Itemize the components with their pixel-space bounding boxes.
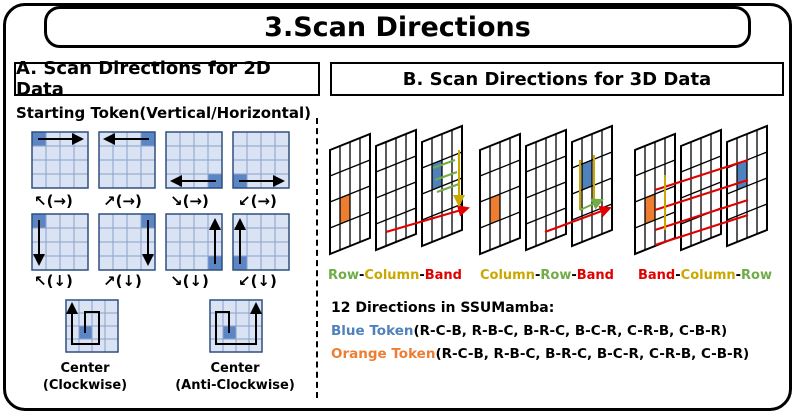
cubes-3d <box>329 124 768 256</box>
legend3-c: Row <box>741 268 772 283</box>
legend2-a: Column <box>480 268 535 283</box>
section-divider <box>316 118 318 398</box>
grid-r2-4 <box>232 213 290 271</box>
center-cw-line2: (Clockwise) <box>42 378 128 393</box>
legend3-b: Column <box>680 268 736 283</box>
blue-token-label: Blue Token <box>331 323 414 339</box>
cube3-slice-3 <box>726 124 768 248</box>
center-cw-label: Center (Clockwise) <box>40 360 130 394</box>
page-title: 3.Scan Directions <box>44 6 751 48</box>
cube1-slice-1 <box>329 132 371 256</box>
legend2-sep1: - <box>534 268 541 283</box>
directions-title: 12 Directions in SSUMamba: <box>331 300 555 316</box>
center-cw-line1: Center <box>60 361 110 376</box>
band-arrow-2 <box>544 205 612 233</box>
center-acw-line2: (Anti-Clockwise) <box>175 378 295 393</box>
row-arrows-1 <box>432 159 460 193</box>
legend1-sep2: - <box>419 268 425 283</box>
section-b-heading: B. Scan Directions for 3D Data <box>330 62 784 96</box>
legend1-c: Band <box>424 268 462 283</box>
section-a-heading: A. Scan Directions for 2D Data <box>14 58 320 100</box>
starting-token-label: Starting Token(Vertical/Horizontal) <box>16 104 311 122</box>
band-arrow-1 <box>385 205 470 233</box>
grids-2d <box>31 131 290 353</box>
dir-label-r2-4: ↙(↓) <box>238 272 277 290</box>
column-arrows-2 <box>579 155 595 210</box>
legend-row-column-band: Row-Column-Band <box>328 268 462 283</box>
grid-r1-2 <box>98 131 156 189</box>
grid-r1-4 <box>232 131 290 189</box>
legend1-b: Column <box>364 268 420 283</box>
dir-label-r2-2: ↗(↓) <box>103 272 142 290</box>
grid-center-cw <box>65 299 119 353</box>
legend-column-row-band: Column-Row-Band <box>480 268 614 283</box>
center-acw-line1: Center <box>210 361 260 376</box>
grid-r1-1 <box>31 131 89 189</box>
scan-paths-3d <box>385 150 749 246</box>
cube2-slice-3 <box>571 124 613 248</box>
band-arrows-3 <box>654 159 749 246</box>
cube2-slice-1 <box>479 132 521 256</box>
cube3-slice-2 <box>680 128 722 252</box>
dir-label-r1-2: ↗(→) <box>103 192 142 210</box>
center-acw-label: Center (Anti-Clockwise) <box>170 360 300 394</box>
orange-token-label: Orange Token <box>331 346 436 362</box>
grid-r1-3 <box>165 131 223 189</box>
grid-r2-2 <box>98 213 156 271</box>
legend3-sep2: - <box>735 268 742 283</box>
dir-label-r1-4: ↙(→) <box>238 192 277 210</box>
dir-label-r1-3: ↘(→) <box>170 192 209 210</box>
legend1-sep1: - <box>358 268 365 283</box>
blue-token-list: (R-C-B, R-B-C, B-R-C, B-C-R, C-R-B, C-B-… <box>413 323 728 339</box>
cube1-slice-3 <box>421 124 463 248</box>
dir-label-r2-1: ↖(↓) <box>34 272 73 290</box>
orange-token-list: (R-C-B, R-B-C, B-R-C, B-C-R, C-R-B, C-B-… <box>435 346 750 362</box>
grid-r2-3 <box>165 213 223 271</box>
grid-center-acw <box>209 299 263 353</box>
cube2-slice-2 <box>525 128 567 252</box>
legend2-b: Row <box>540 268 572 283</box>
legend2-c: Band <box>576 268 614 283</box>
legend3-a: Band <box>638 268 676 283</box>
blue-token-line: Blue Token(R-C-B, R-B-C, B-R-C, B-C-R, C… <box>331 323 727 339</box>
legend1-a: Row <box>328 268 359 283</box>
cube3-slice-1 <box>634 132 676 256</box>
legend3-sep1: - <box>675 268 681 283</box>
legend2-sep2: - <box>571 268 577 283</box>
dir-label-r2-3: ↘(↓) <box>170 272 209 290</box>
orange-token-line: Orange Token(R-C-B, R-B-C, B-R-C, B-C-R,… <box>331 346 749 362</box>
legend-band-column-row: Band-Column-Row <box>638 268 772 283</box>
row-arrow-2 <box>579 198 604 211</box>
outer-frame <box>3 3 792 411</box>
grid-r2-1 <box>31 213 89 271</box>
dir-label-r1-1: ↖(→) <box>34 192 73 210</box>
cube1-slice-2 <box>375 128 417 252</box>
